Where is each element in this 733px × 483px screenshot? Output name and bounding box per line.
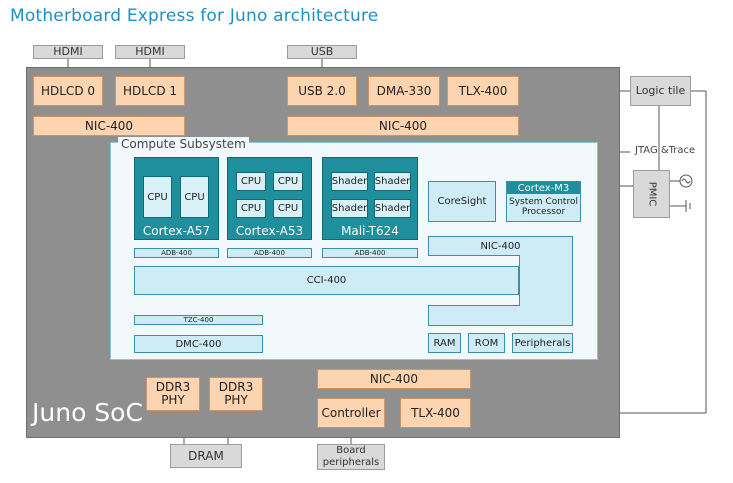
adb-400-mali: ADB-400 bbox=[322, 248, 418, 258]
rom-block: ROM bbox=[468, 333, 505, 353]
dmc-400-block: DMC-400 bbox=[134, 335, 263, 353]
cortex-a57-cluster: CPU CPU Cortex-A57 bbox=[134, 157, 219, 240]
cpu-core: CPU bbox=[273, 172, 303, 191]
dma-330-block: DMA-330 bbox=[368, 76, 440, 106]
compute-subsystem-label: Compute Subsystem bbox=[118, 137, 249, 151]
ddr3-phy-1-block: DDR3 PHY bbox=[209, 377, 263, 411]
controller-block: Controller bbox=[317, 398, 385, 428]
dram-block: DRAM bbox=[170, 444, 242, 468]
pmic-label: PMIC bbox=[646, 181, 658, 207]
nic-400-bottom-block: NIC-400 bbox=[317, 369, 471, 389]
adb-400-a53: ADB-400 bbox=[227, 248, 312, 258]
cci-400-block: CCI-400 bbox=[134, 266, 519, 295]
shader-core: Shader bbox=[374, 172, 411, 191]
battery-icon bbox=[682, 199, 694, 213]
usb-2-block: USB 2.0 bbox=[287, 76, 357, 106]
nic-400-right-block: NIC-400 bbox=[287, 116, 519, 136]
nic-400-compute-block: NIC-400 bbox=[428, 236, 573, 256]
usb-port: USB bbox=[287, 45, 357, 59]
hdmi-1-port: HDMI bbox=[115, 45, 185, 59]
shader-core: Shader bbox=[331, 172, 368, 191]
ac-source-icon bbox=[679, 176, 693, 188]
diagram-title: Motherboard Express for Juno architectur… bbox=[10, 6, 379, 26]
cortex-a53-label: Cortex-A53 bbox=[235, 224, 304, 238]
cortex-m3-subtitle: System Control Processor bbox=[509, 197, 578, 217]
cpu-core: CPU bbox=[273, 199, 303, 218]
nic-400-left-block: NIC-400 bbox=[33, 116, 185, 136]
cortex-m3-block: Cortex-M3 System Control Processor bbox=[506, 181, 581, 222]
adb-400-a57: ADB-400 bbox=[134, 248, 219, 258]
nic-400-compute-lower bbox=[428, 305, 520, 326]
cortex-a57-label: Cortex-A57 bbox=[142, 224, 211, 238]
hdlcd-1-block: HDLCD 1 bbox=[115, 76, 185, 106]
tzc-400-block: TZC-400 bbox=[134, 315, 263, 325]
tlx-400-top-block: TLX-400 bbox=[447, 76, 519, 106]
board-peripherals-block: Board peripherals bbox=[317, 444, 385, 470]
ram-block: RAM bbox=[428, 333, 461, 353]
peripherals-block: Peripherals bbox=[512, 333, 573, 353]
cpu-core: CPU bbox=[236, 199, 266, 218]
shader-core: Shader bbox=[331, 199, 368, 218]
mali-t624-cluster: Shader Shader Shader Shader Mali-T624 bbox=[322, 157, 418, 240]
cpu-core: CPU bbox=[236, 172, 266, 191]
cortex-a53-cluster: CPU CPU CPU CPU Cortex-A53 bbox=[227, 157, 312, 240]
cpu-core: CPU bbox=[180, 176, 209, 218]
coresight-block: CoreSight bbox=[428, 181, 496, 222]
hdlcd-0-block: HDLCD 0 bbox=[33, 76, 103, 106]
shader-core: Shader bbox=[374, 199, 411, 218]
tlx-400-bottom-block: TLX-400 bbox=[400, 398, 471, 428]
cpu-core: CPU bbox=[143, 176, 172, 218]
jtag-trace-label: JTAG &Trace bbox=[635, 145, 696, 156]
juno-soc-label: Juno SoC bbox=[32, 398, 143, 427]
logic-tile-block: Logic tile bbox=[630, 76, 691, 106]
ddr3-phy-0-block: DDR3 PHY bbox=[146, 377, 200, 411]
mali-t624-label: Mali-T624 bbox=[341, 224, 399, 238]
hdmi-0-port: HDMI bbox=[33, 45, 103, 59]
pmic-block: PMIC bbox=[633, 170, 670, 218]
cortex-m3-title: Cortex-M3 bbox=[507, 182, 580, 194]
nic-400-compute-extension bbox=[519, 255, 573, 326]
